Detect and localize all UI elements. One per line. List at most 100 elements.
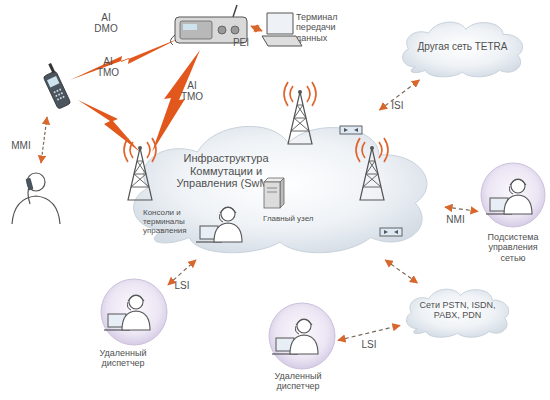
circle-outline [269,303,335,369]
link-label: AI DMO [90,12,122,34]
swmi-cloud: Инфраструктура Коммутации и Управления (… [115,110,445,260]
node-label: Удаленный диспетчер [78,348,168,369]
mobile-radio [175,17,247,43]
radio-tower [284,82,316,144]
server-icon [280,178,284,208]
handset [59,97,62,100]
link-label: PEI [228,37,254,48]
network-cloud: Другая сеть TETRA [395,15,530,80]
gateway-icon [344,128,358,132]
server-icon [267,192,277,193]
cloud-shape [115,110,445,260]
node-text-box: Сети PSTN, ISDN, PABX, PDN [406,300,509,321]
interface-label: NMI [446,214,464,225]
handset [55,94,58,97]
mmi-link [41,117,47,163]
circle-outline [481,163,545,227]
node-text-box: Удаленный диспетчер [78,348,168,369]
link-label: MMI [6,140,36,151]
interface-connector [380,80,420,110]
radio-tower [124,82,388,200]
gateway-icon [384,230,398,234]
node-label: Другая сеть TETRA [403,41,522,53]
handset [58,93,61,96]
node-label: Сети PSTN, ISDN, PABX, PDN [406,300,509,321]
user-figure [28,184,30,204]
pei-link [251,26,262,31]
interface-connector [445,207,478,211]
management-circle: Подсистема управления сетью [478,162,548,270]
operator-figure [196,207,242,242]
interface-label: LSI [174,280,189,291]
node-text-box: Подсистема управления сетью [478,232,548,263]
interface-label: LSI [361,338,376,349]
interface-connector [168,260,196,285]
lightning-bolt [78,100,140,152]
cloud-outline [406,289,508,337]
interface-connector [385,260,417,283]
user-figure [26,178,34,191]
dispatcher-circle: Удаленный диспетчер [78,278,168,372]
gateway-icon [380,228,402,236]
server-icon [264,182,280,208]
gateway-icon [340,126,402,236]
gateway-icon [340,126,362,134]
operator-figure [104,179,532,354]
cloud-outline [134,126,427,252]
mobile-radio [218,26,226,34]
lightning-bolt [70,38,200,152]
lightning-bolt [70,38,180,80]
circle-shape [480,162,546,228]
mobile-radio [231,26,239,34]
handset [47,76,59,87]
cloud-outline [403,22,523,77]
node-text-box: Консоли и терминалы управления [143,208,201,236]
mobile-radio [183,24,197,30]
interface-connector [338,325,400,340]
user-figure [12,173,60,224]
operator-figure [272,319,318,354]
server-icon [264,178,284,208]
dispatcher-circle: Удаленный диспетчер [258,302,338,398]
node-text-box: Инфраструктура Коммутации и Управления (… [165,152,287,190]
console-label: Консоли и терминалы управления [143,208,201,248]
terminal-label: Терминал передачи данных [296,12,358,54]
link-label: AI TMO [92,56,124,78]
radio-tower [124,138,156,200]
link-label: AI TMO [176,80,208,102]
mobile-radio [233,5,237,17]
user-figure [27,173,45,191]
handset [48,63,55,73]
node-label: Удаленный диспетчер [258,371,338,392]
circle-shape [268,302,336,370]
laptop [267,13,293,34]
interface-label: ISI [391,100,403,111]
laptop [262,13,302,46]
main-node-label: Главный узел [263,214,327,228]
node-label: Главный узел [263,214,327,223]
mobile-radio [180,21,212,39]
operator-figure [104,295,150,330]
node-text-box: Терминал передачи данных [296,12,358,43]
node-text-box: Другая сеть TETRA [403,41,522,53]
radio-tower [356,138,388,200]
node-text-box: Удаленный диспетчер [258,371,338,392]
operator-figure [486,179,532,214]
node-label: Консоли и терминалы управления [143,208,201,236]
user-figure [12,196,60,224]
handset [62,96,65,99]
handset [61,92,64,95]
lightning-bolt [152,50,200,152]
handset [59,88,62,91]
mmi-link [41,117,47,163]
handset [57,98,60,101]
server-icon [264,178,284,182]
mobile-radio [170,35,175,45]
mobile-radio [170,5,247,45]
handset [39,63,71,110]
node-label: Инфраструктура Коммутации и Управления (… [165,152,287,190]
network-cloud: Сети PSTN, ISDN, PABX, PDN [400,283,515,340]
pei-link [251,26,262,31]
node-text-box: Главный узел [263,214,327,223]
